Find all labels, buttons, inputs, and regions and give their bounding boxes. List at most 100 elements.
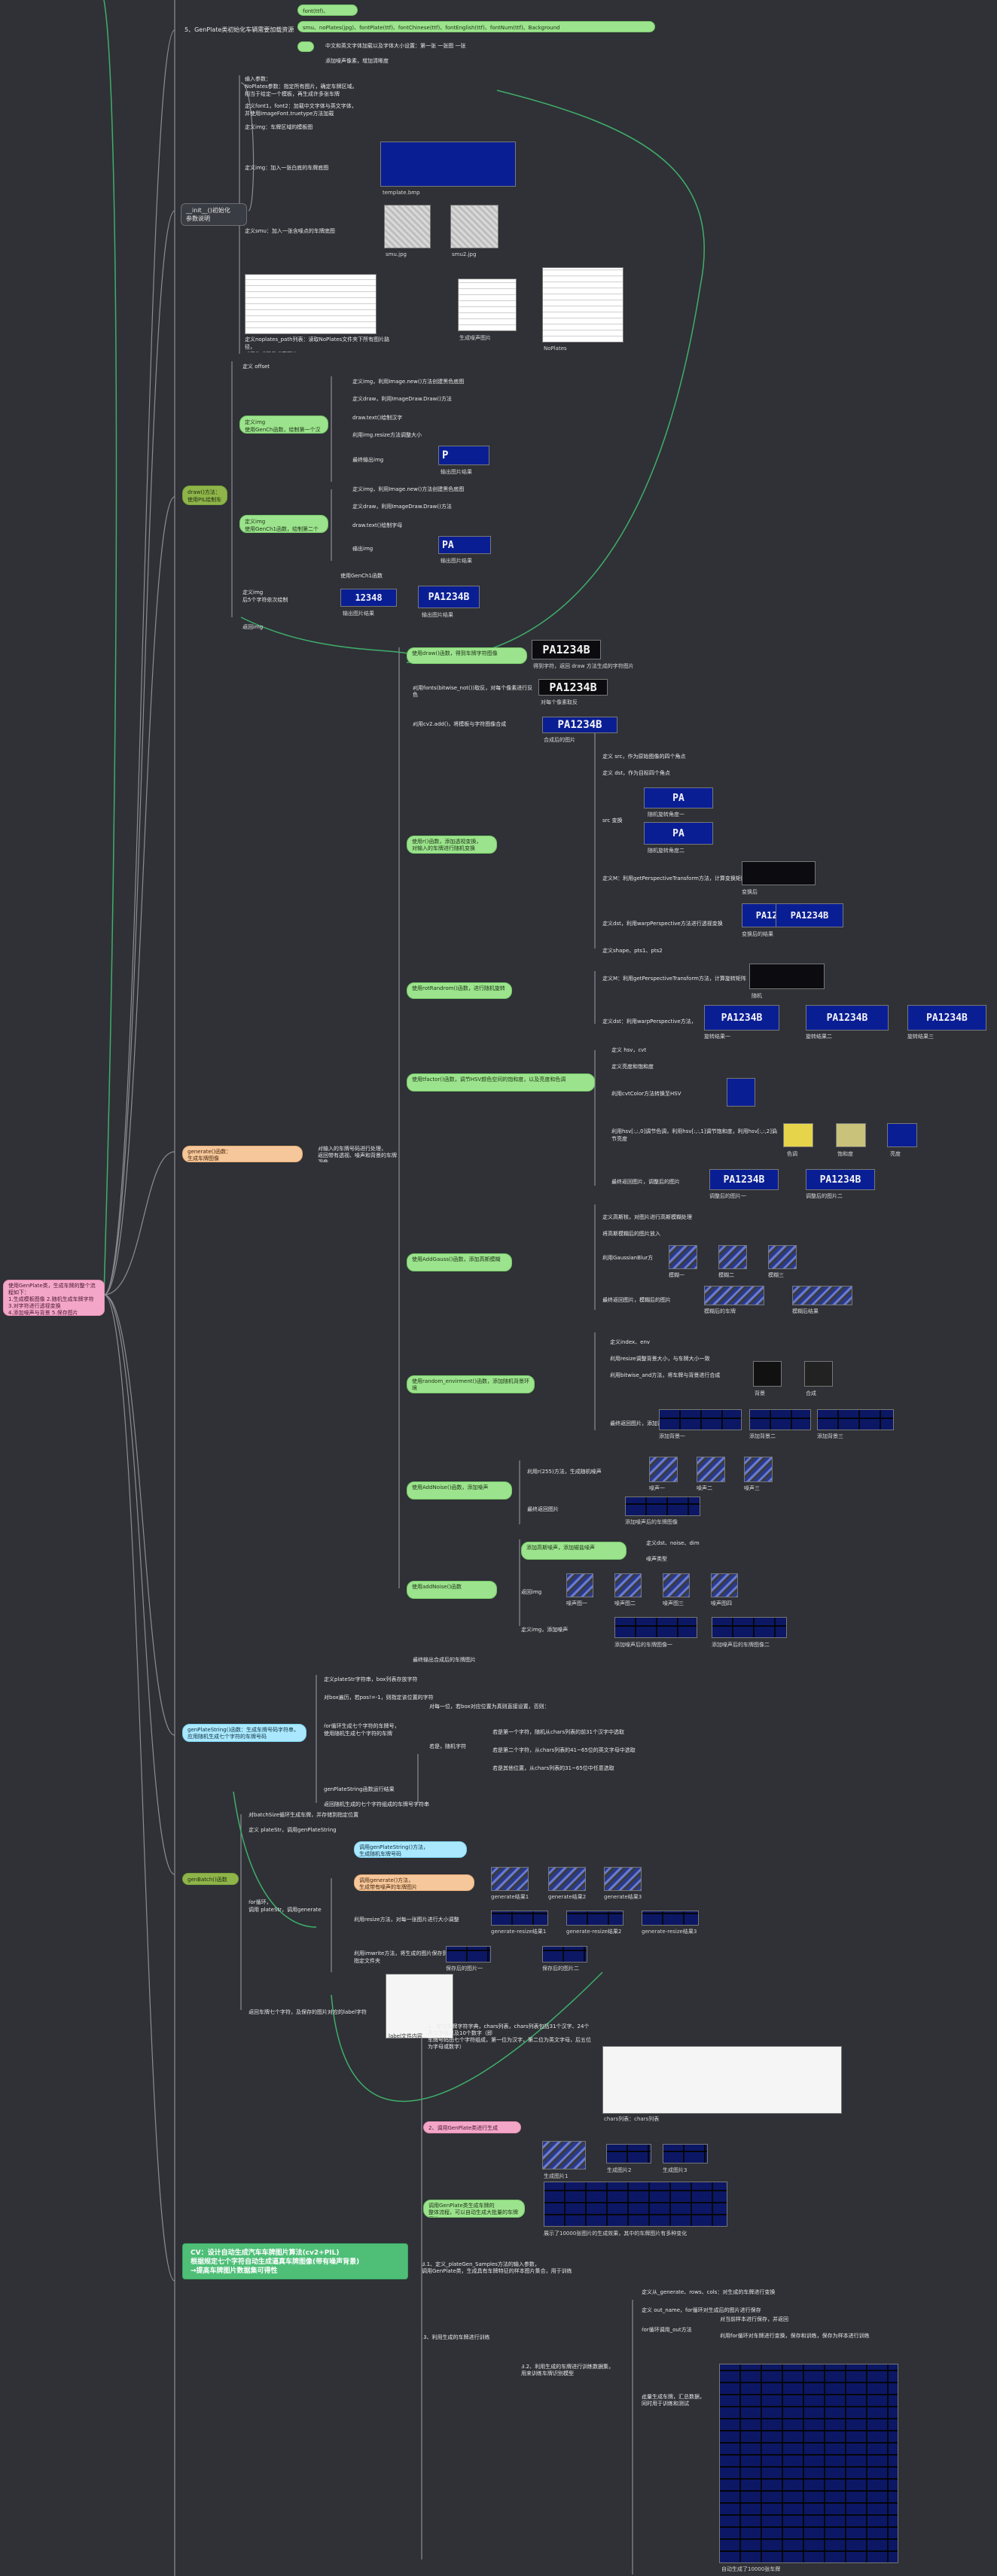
gs-c3b[interactable]: 若是第二个字符，从chars列表的41~65位的英文字母中选取 [492,1747,636,1753]
step10d[interactable]: 噪声类型 [646,1556,667,1562]
draw-c1[interactable]: 定义img，利用Image.new()方法创建黑色底图 [352,486,465,492]
t4[interactable]: 3、利用生成的车牌进行训练 [423,2334,490,2340]
generate-intro[interactable]: 对输入的车牌号码进行处理， 返回带有透视、噪声和背景的车牌图像 [318,1146,397,1162]
init-f[interactable]: 定义noplates_path列表：读取NoPlates文件夹下所有图片路径， … [245,336,390,352]
t4b[interactable]: 3.2、利用生成的车牌进行训练数据集， 用来训练车牌识别模型 [521,2364,614,2377]
draw-b[interactable]: 定义img 使用GenCh函数，绘制第一个汉字 [239,416,328,434]
t4a4[interactable]: 对当前样本进行保存，并返回 [720,2316,788,2322]
step10e[interactable]: 返回img [521,1589,542,1595]
step3-node[interactable]: 利用cv2.add()，将模板与字符图像合成 [413,721,507,727]
step10a[interactable]: 添加高斯噪声，添加椒盐噪声 [521,1542,627,1560]
draw-e[interactable]: 返回img [242,624,264,630]
gb-a[interactable]: 对batchSize循环生成车牌，并存储到指定位置 [248,1812,359,1818]
step6b[interactable]: 定义亮度和饱和度 [611,1064,654,1070]
step5-node[interactable]: 使用rotRandrom()函数，进行随机旋转 [407,982,512,999]
step4d[interactable]: 定义M：利用getPerspectiveTransform方法，计算变换矩阵 [602,875,746,882]
t1[interactable]: 1、定义车牌字符字典，chars列表，chars列表包括31个汉字、24个英文字… [428,2023,591,2050]
t2[interactable]: 2、调用GenPlate类进行生成 [423,2121,521,2133]
gb-d[interactable]: 返回车牌七个字符，及保存的图片对应的label字符 [248,2009,367,2015]
draw-b2[interactable]: 定义draw，利用ImageDraw.Draw()方法 [352,396,452,402]
gb-c4[interactable]: 利用imwrite方法，将生成的图片保存到指定文件夹 [354,1950,448,1964]
draw-b1[interactable]: 定义img，利用Image.new()方法创建黑色底图 [352,379,465,385]
gs-c[interactable]: for循环生成七个字符的车牌号， 使用随机生成七个字符的车牌 [324,1723,400,1737]
init-e[interactable]: 定义smu：加入一张含噪点的车牌底图 [245,228,335,234]
gb-c3[interactable]: 利用resize方法，对每一张图片进行大小调整 [354,1917,459,1923]
step5c[interactable]: 定义dst：利用warpPerspective方法，生成结果图像 [602,1019,697,1025]
draw-a[interactable]: 定义 offset [242,364,270,370]
step4a[interactable]: 定义 src，作为原始图像的四个角点 [602,754,686,760]
draw-b3[interactable]: draw.text()绘制汉字 [352,415,403,421]
top-green-1[interactable]: font(ttf)、font(OTF) [297,5,358,16]
step9-node[interactable]: 使用AddNoise()函数，添加噪声 [407,1481,512,1500]
step6d[interactable]: 利用hsv[:,:,0]调节色调，利用hsv[:,:,1]调节饱和度，利用hsv… [611,1128,777,1142]
step8d[interactable]: 最终返回图片，添加背景后的图片 [610,1420,689,1427]
t3[interactable]: 调用GenPlate类生成车牌的 整体流程，可以自动生成大批量的车牌图片 [423,2200,525,2218]
t4a3[interactable]: for循环调用_out方法 [642,2327,692,2333]
t4a2[interactable]: 定义 out_name，for循环对生成后的图片进行保存 [642,2307,761,2313]
step10-node[interactable]: 使用addNoise()函数 [407,1581,497,1599]
step8a[interactable]: 定义index、env [610,1339,651,1345]
step5a[interactable]: 定义shape、pts1、pts2 [602,948,663,954]
step7d[interactable]: 最终返回图片，模糊后的图片 [602,1297,671,1303]
draw-node[interactable]: draw()方法： 使用PIL绘制车牌字符 [182,486,227,505]
step9b[interactable]: 最终返回图片 [527,1506,559,1512]
init-c[interactable]: 定义img：车牌区域的模板图 [245,124,313,130]
draw-c4[interactable]: 输出img [352,546,373,552]
gb-b[interactable]: 定义 plateStr，调用genPlateString [248,1827,337,1833]
main-title[interactable]: CV：设计自动生成汽车车牌图片算法(cv2+PIL) 根据规定七个字符自动生成逼… [182,2243,408,2279]
draw-d1[interactable]: 使用GenCh1函数 [340,573,383,579]
draw-d[interactable]: 定义img 后5个字符依次绘制 [242,589,288,603]
draw-c2[interactable]: 定义draw，利用ImageDraw.Draw()方法 [352,504,452,510]
step1-node[interactable]: 使用draw()函数，得到车牌字符图像 [407,647,527,664]
init-d[interactable]: 定义img：加入一张白底的车牌底图 [245,165,329,171]
step9a[interactable]: 利用r(255)方法，生成随机噪声 [527,1469,602,1475]
init-node[interactable]: __init__()初始化 参数说明 [181,203,247,226]
step8-node[interactable]: 使用random_envirment()函数，添加随机背景环境 [407,1375,535,1393]
top-green-2[interactable]: smu、noPlates(jpg)、fontPlate(ttf)、fontChi… [297,21,655,32]
top-node-2[interactable]: 中文和英文字体加载以及字体大小设置：第一张 一张图 一张 [325,43,466,49]
gb-c1[interactable]: 调用genPlateString()方法， 生成随机车牌号码 [354,1841,467,1858]
gs-d[interactable]: genPlateString函数运行结果 [324,1786,395,1792]
genbatch-node[interactable]: genBatch()函数 [182,1873,239,1885]
step10-output[interactable]: 定义img，添加噪声 [521,1627,569,1633]
top-green-3[interactable] [297,41,314,52]
genplatestring-node[interactable]: genPlateString()函数：生成车牌号码字符串， 应用随机生成七个字符… [182,1724,306,1742]
step4e[interactable]: 定义dst，利用warpPerspective方法进行透视变换 [602,921,723,927]
gb-c2[interactable]: 调用generate()方法， 生成带有噪声的车牌图片 [354,1874,474,1891]
gs-c2[interactable]: 若是，随机字符 [429,1743,466,1749]
draw-b4[interactable]: 利用img.resize方法调整大小 [352,432,422,438]
generate-node[interactable]: generate()函数： 生成车牌图像 [182,1146,303,1162]
step4b[interactable]: 定义 dst，作为目标四个角点 [602,770,671,776]
init-a[interactable]: 输入参数： NoPlates参数：指定所有图片，确定车牌区域。 相当于给定一个模… [245,76,358,97]
t4b1[interactable]: 批量生成车牌，汇总数据， 同时用于训练和测试 [642,2394,705,2407]
gs-a[interactable]: 定义plateStr字符串，box列表存放字符 [324,1676,418,1682]
t4a5[interactable]: 利用for循环对车牌进行变换，保存和训练，保存为样本进行训练 [720,2333,870,2339]
step6-node[interactable]: 使用tfactor()函数，调节HSV颜色空间的饱和度，以及亮度和色调 [407,1073,595,1092]
step7a[interactable]: 定义高斯核，对图片进行高斯模糊处理 [602,1214,692,1220]
step6e[interactable]: 最终返回图片，调整后的图片 [611,1179,680,1185]
step6a[interactable]: 定义 hsv，cvt [611,1047,647,1053]
gb-c[interactable]: for循环， 调用 plateStr，调用generate [248,1899,322,1913]
step7c[interactable]: 利用GaussianBlur方法，进行高斯模糊 [602,1255,654,1261]
t4a[interactable]: 3.1、定义_plateGen_Samples方法的输入参数， 调用GenPla… [422,2261,572,2274]
step5b[interactable]: 定义M：利用getPerspectiveTransform方法，计算旋转矩阵 [602,976,746,982]
step10c[interactable]: 定义dst、noise、dim [646,1540,700,1546]
step2-node[interactable]: 利用fonts(bitwise_not())取反，对每个像素进行反色 [413,685,533,698]
t4a1[interactable]: 定义从_generate、rows、cols：对生成的车牌进行变换 [642,2289,776,2295]
top-node-3[interactable]: 添加噪声像素，增加清晰度 [325,58,389,64]
step8c[interactable]: 利用bitwise_and方法，将车牌与背景进行合成 [610,1372,721,1378]
step4-node[interactable]: 使用r()函数，添加透视变换， 对输入的车牌进行随机变换 [407,836,497,854]
gs-c3c[interactable]: 若是其他位置，从chars列表的31~65位中任意选取 [492,1765,614,1771]
draw-c3[interactable]: draw.text()绘制字母 [352,522,403,528]
step8b[interactable]: 利用resize调整背景大小，与车牌大小一致 [610,1356,710,1362]
draw-c[interactable]: 定义img 使用GenCh1函数，绘制第二个字母 [239,515,328,533]
step-end[interactable]: 最终输出合成后的车牌图片 [413,1657,476,1663]
gs-b[interactable]: 对box遍历，若pos!=-1，则指定该位置的字符 [324,1694,434,1701]
top-node-1[interactable]: 5、GenPlate类初始化车辆需要加载资源 [184,26,294,33]
init-b[interactable]: 定义font1，font2：加载中文字体与英文字体， 并使用ImageFont.… [245,103,357,117]
gs-c3a[interactable]: 若是第一个字符，随机从chars列表的前31个汉字中选取 [492,1729,625,1735]
step7b[interactable]: 将高斯模糊后的图片放入 [602,1231,660,1237]
step7-node[interactable]: 使用AddGauss()函数，添加高斯模糊 [407,1253,512,1271]
step4c[interactable]: src 变换 [602,818,623,824]
draw-b5[interactable]: 最终输出img [352,457,384,463]
